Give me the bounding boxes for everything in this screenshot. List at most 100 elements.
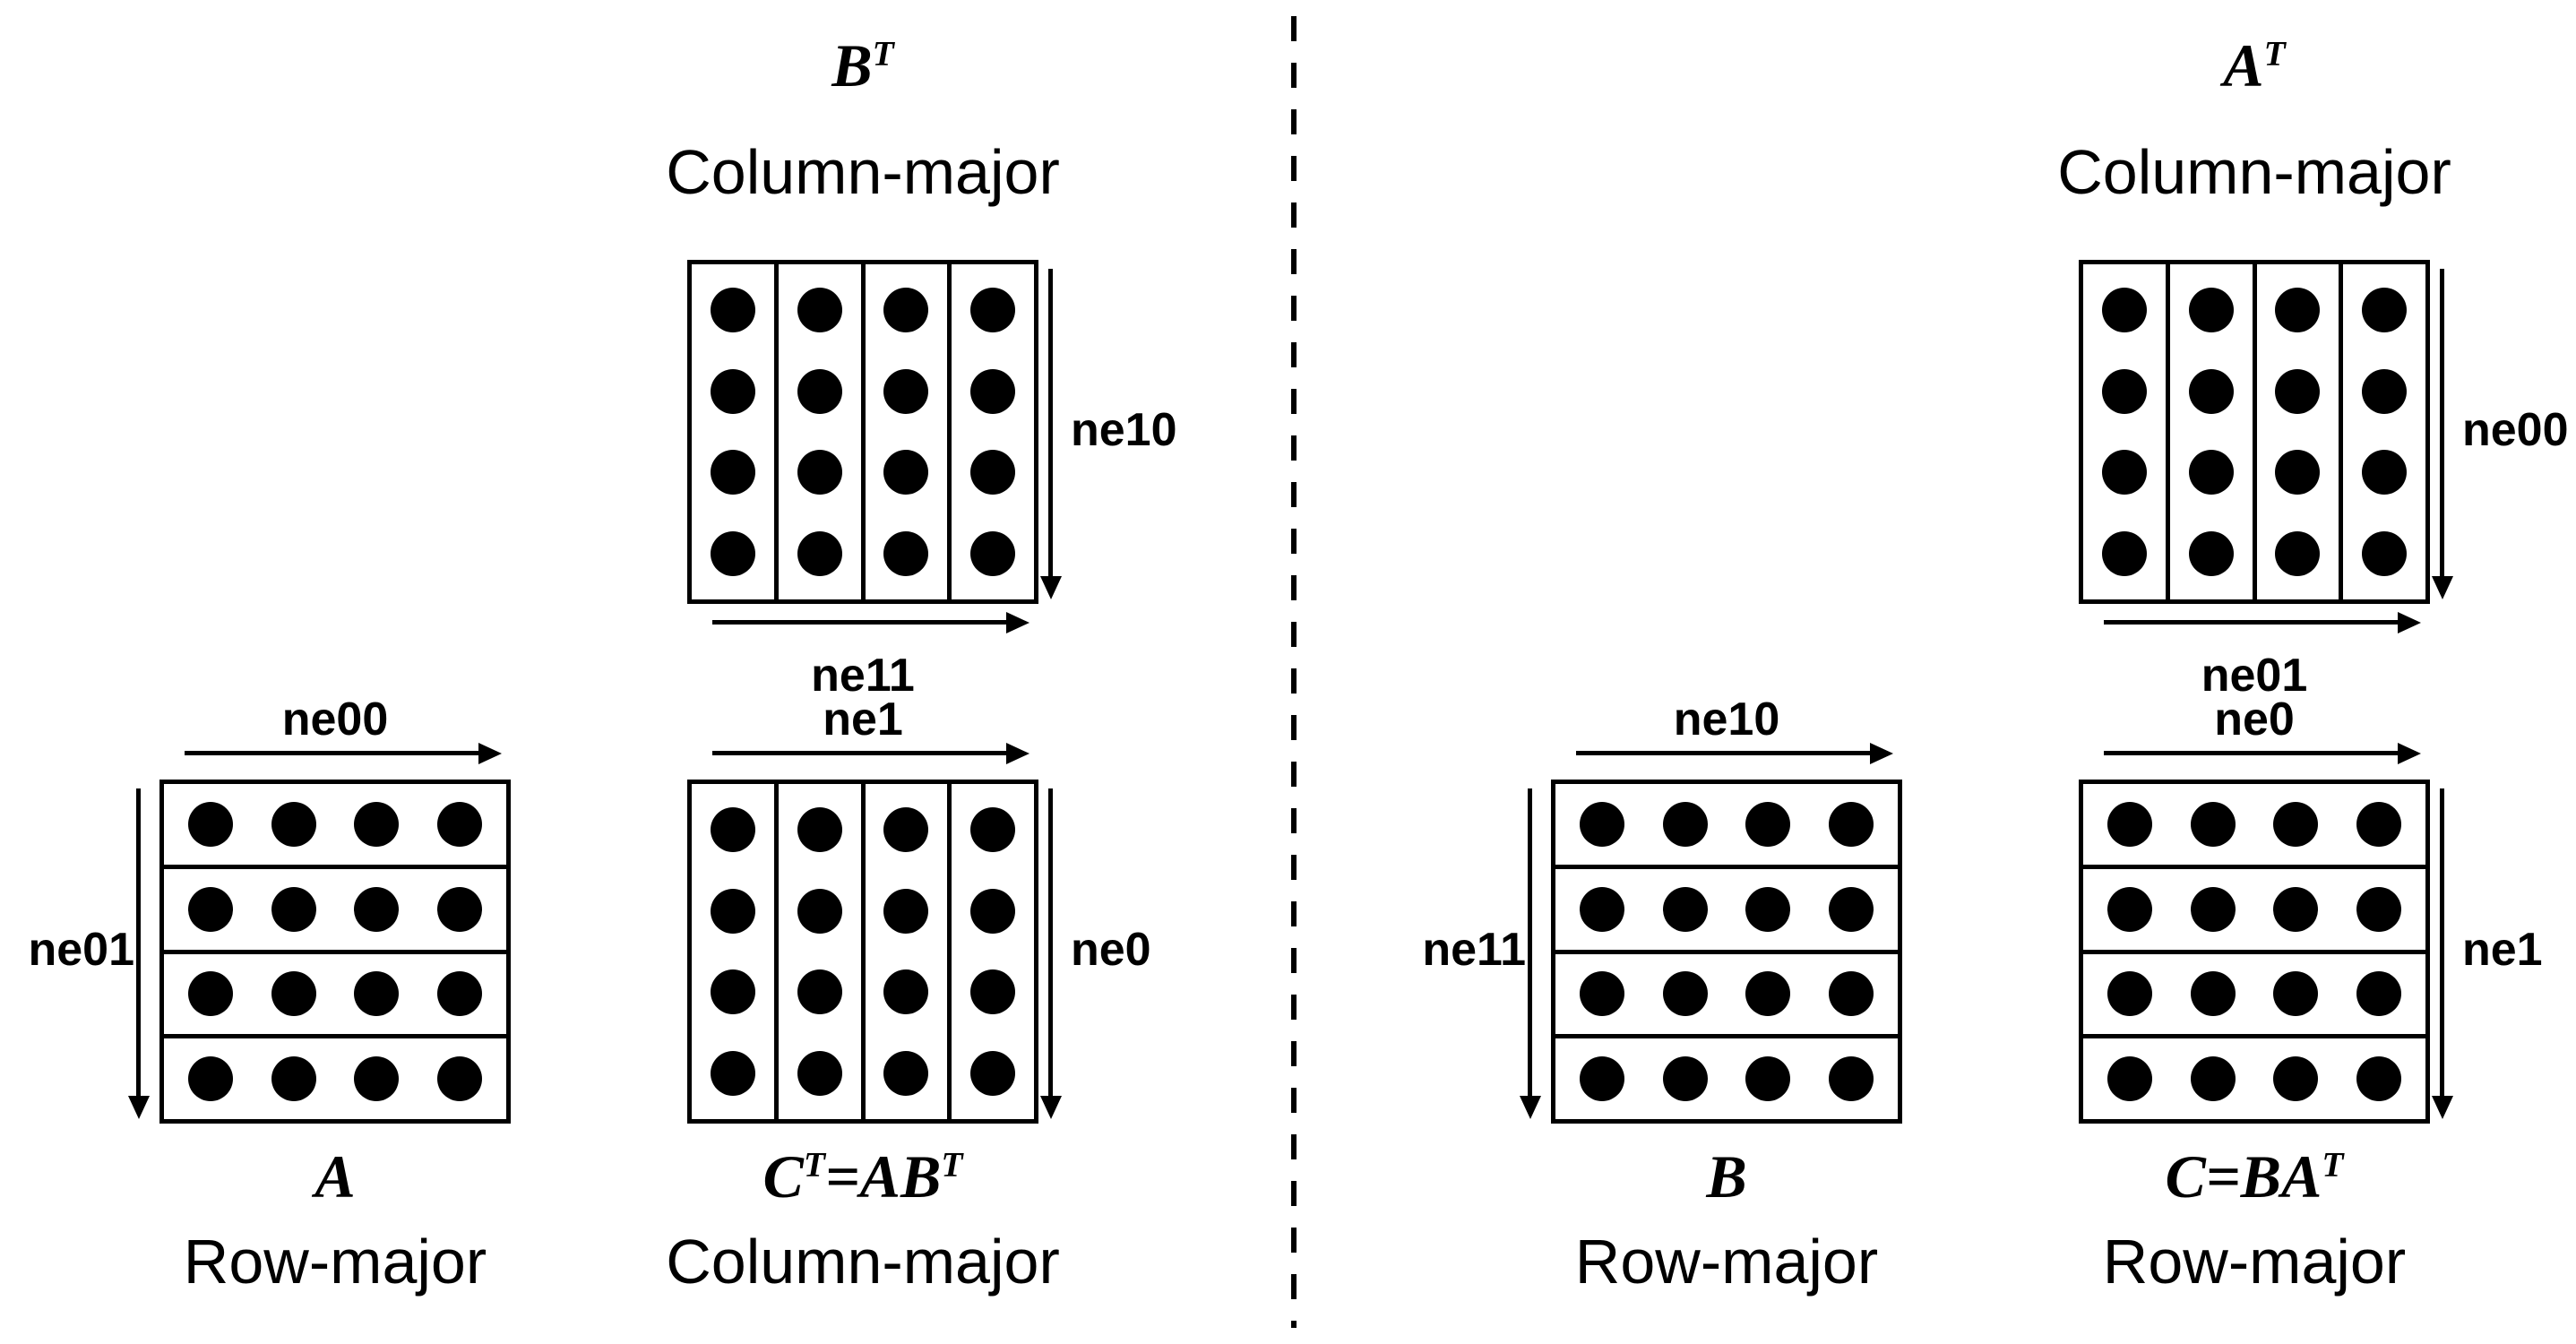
matrix-element-dot bbox=[970, 888, 1016, 934]
matrix-grid-b-transpose bbox=[687, 260, 1038, 604]
matrix-row-cell bbox=[164, 1038, 506, 1119]
matrix-element-dot bbox=[970, 1050, 1016, 1096]
matrix-column-cell bbox=[692, 784, 779, 1119]
matrix-row-cell bbox=[1555, 1038, 1898, 1119]
matrix-column-cell bbox=[692, 264, 779, 599]
matrix-element-dot bbox=[188, 971, 234, 1017]
matrix-element-dot bbox=[710, 969, 755, 1015]
matrix-row-cell bbox=[1555, 954, 1898, 1039]
matrix-element-dot bbox=[970, 807, 1016, 853]
matrix-element-dot bbox=[2356, 971, 2401, 1017]
matrix-element-dot bbox=[1580, 971, 1625, 1017]
matrix-element-dot bbox=[883, 450, 929, 495]
matrix-column-cell bbox=[952, 264, 1034, 599]
figure-a: ne00 ne01 A Row-major bbox=[28, 694, 511, 1295]
matrix-element-dot bbox=[271, 886, 316, 932]
matrix-column-cell bbox=[866, 784, 952, 1119]
matrix-element-dot bbox=[2273, 801, 2319, 847]
matrix-title-b-transpose: BT bbox=[831, 31, 894, 99]
matrix-element-dot bbox=[1662, 971, 1708, 1017]
matrix-element-dot bbox=[271, 971, 316, 1017]
matrix-element-dot bbox=[2273, 971, 2319, 1017]
matrix-element-dot bbox=[970, 288, 1016, 333]
matrix-column-cell bbox=[2170, 264, 2257, 599]
matrix-element-dot bbox=[710, 450, 755, 495]
matrix-element-dot bbox=[797, 1050, 842, 1096]
matrix-element-dot bbox=[436, 801, 482, 847]
matrix-element-dot bbox=[1828, 886, 1874, 932]
matrix-element-dot bbox=[1580, 1056, 1625, 1102]
matrix-element-dot bbox=[2362, 368, 2408, 414]
matrix-element-dot bbox=[1828, 971, 1874, 1017]
matrix-element-dot bbox=[710, 368, 755, 414]
matrix-element-dot bbox=[2275, 450, 2321, 495]
matrix-element-dot bbox=[797, 969, 842, 1015]
matrix-element-dot bbox=[797, 888, 842, 934]
matrix-row-cell bbox=[164, 869, 506, 954]
matrix-element-dot bbox=[2101, 450, 2147, 495]
matrix-element-dot bbox=[354, 971, 400, 1017]
matrix-element-dot bbox=[2356, 886, 2401, 932]
matrix-element-dot bbox=[2101, 368, 2147, 414]
matrix-row-cell bbox=[2083, 869, 2425, 954]
matrix-element-dot bbox=[2107, 971, 2153, 1017]
matrix-element-dot bbox=[797, 368, 842, 414]
matrix-element-dot bbox=[2190, 1056, 2236, 1102]
arrow-down-icon bbox=[1040, 788, 1062, 1119]
matrix-element-dot bbox=[710, 288, 755, 333]
matrix-element-dot bbox=[1828, 1056, 1874, 1102]
matrix-row-cell bbox=[164, 954, 506, 1039]
matrix-element-dot bbox=[2188, 530, 2234, 576]
matrix-element-dot bbox=[883, 969, 929, 1015]
matrix-element-dot bbox=[1662, 1056, 1708, 1102]
matrix-title-a: A bbox=[314, 1142, 356, 1210]
matrix-element-dot bbox=[883, 530, 929, 576]
matrix-element-dot bbox=[188, 886, 234, 932]
matrix-row-cell bbox=[164, 784, 506, 869]
matrix-row-cell bbox=[1555, 784, 1898, 869]
matrix-element-dot bbox=[354, 886, 400, 932]
layout-label-column-major: Column-major bbox=[2057, 137, 2451, 207]
matrix-element-dot bbox=[436, 886, 482, 932]
arrow-right-icon bbox=[712, 612, 1030, 633]
matrix-element-dot bbox=[970, 368, 1016, 414]
matrix-element-dot bbox=[1745, 971, 1791, 1017]
matrix-element-dot bbox=[2101, 288, 2147, 333]
matrix-row-cell bbox=[2083, 1038, 2425, 1119]
figure-c: ne0 ne1 C=BAT Row-major bbox=[2079, 694, 2543, 1295]
matrix-element-dot bbox=[710, 530, 755, 576]
matrix-column-cell bbox=[866, 264, 952, 599]
dim-label-ne00: ne00 bbox=[2462, 404, 2569, 456]
matrix-element-dot bbox=[2107, 1056, 2153, 1102]
matrix-element-dot bbox=[710, 807, 755, 853]
figure-a-transpose: AT Column-major ne00 ne01 bbox=[2057, 33, 2568, 701]
matrix-column-cell bbox=[2343, 264, 2425, 599]
arrow-down-icon bbox=[1520, 788, 1541, 1119]
matrix-element-dot bbox=[2362, 530, 2408, 576]
matrix-element-dot bbox=[436, 971, 482, 1017]
dim-label-ne1: ne1 bbox=[823, 694, 903, 745]
matrix-element-dot bbox=[2190, 801, 2236, 847]
matrix-row-cell bbox=[2083, 784, 2425, 869]
matrix-element-dot bbox=[1662, 886, 1708, 932]
arrow-right-icon bbox=[2104, 612, 2421, 633]
matrix-element-dot bbox=[1580, 801, 1625, 847]
matrix-element-dot bbox=[1745, 1056, 1791, 1102]
matrix-element-dot bbox=[797, 450, 842, 495]
matrix-element-dot bbox=[271, 801, 316, 847]
matrix-element-dot bbox=[2190, 971, 2236, 1017]
matrix-element-dot bbox=[1828, 801, 1874, 847]
matrix-element-dot bbox=[797, 288, 842, 333]
matrix-element-dot bbox=[2190, 886, 2236, 932]
matrix-element-dot bbox=[883, 288, 929, 333]
matrix-title-c: C=BAT bbox=[2165, 1142, 2344, 1210]
matrix-element-dot bbox=[2188, 288, 2234, 333]
matrix-element-dot bbox=[2101, 530, 2147, 576]
layout-label-row-major: Row-major bbox=[2102, 1227, 2407, 1297]
figure-b-transpose: BT Column-major ne10 ne11 bbox=[666, 33, 1176, 701]
panel-divider-dashed-line bbox=[1291, 16, 1297, 1328]
matrix-element-dot bbox=[2356, 801, 2401, 847]
matrix-element-dot bbox=[2275, 530, 2321, 576]
matrix-element-dot bbox=[1745, 801, 1791, 847]
